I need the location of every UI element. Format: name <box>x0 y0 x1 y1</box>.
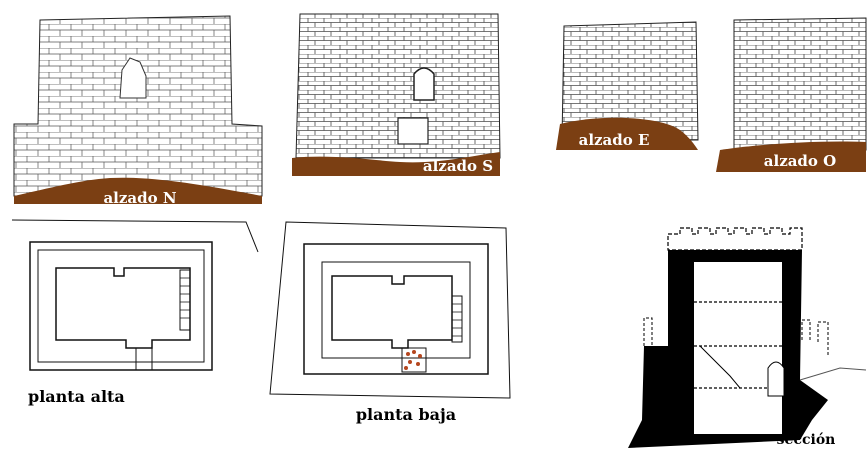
upper-plan-outer-frame <box>11 219 259 253</box>
west-ground <box>716 141 866 172</box>
upper-plan-wall-line <box>37 249 205 363</box>
section-left-parapet <box>643 317 653 346</box>
elevation-east: alzado E <box>556 21 699 150</box>
south-ground <box>292 152 500 176</box>
upper-plan-stairs <box>179 269 191 331</box>
south-wall-window <box>413 67 435 101</box>
section-interior <box>694 262 782 434</box>
section-right-parapet <box>801 319 829 356</box>
plan-upper-floor <box>11 219 259 371</box>
ground-plan-stair-treads <box>452 303 462 337</box>
ground-plan-label: planta baja <box>356 405 456 424</box>
east-ground <box>556 117 698 150</box>
ground-plan-door-detail <box>404 350 422 370</box>
north-wall-masonry <box>13 15 263 197</box>
upper-plan-entrance-passage <box>135 347 153 371</box>
upper-plan-label: planta alta <box>28 387 125 406</box>
upper-plan-stair-treads <box>180 277 190 319</box>
east-elevation-label: alzado E <box>579 131 650 149</box>
elevation-north: alzado N <box>13 15 263 207</box>
north-elevation-label: alzado N <box>103 189 176 207</box>
upper-plan-outer-wall <box>29 241 213 371</box>
ground-plan-wall-line <box>321 261 471 359</box>
ground-plan-entrance <box>401 347 427 373</box>
east-wall-masonry <box>561 21 699 141</box>
upper-plan-inner-room <box>55 267 191 349</box>
elevation-south: alzado S <box>292 13 501 176</box>
ground-plan-inner-room <box>331 275 453 349</box>
ground-plan-outer-wall <box>303 243 489 375</box>
section-crenellations <box>667 227 803 251</box>
west-elevation-label: alzado O <box>764 152 836 170</box>
section-arched-opening <box>767 361 785 397</box>
tower-section <box>628 227 867 448</box>
north-wall-opening <box>119 57 147 99</box>
south-wall-door <box>397 117 429 145</box>
north-ground <box>14 177 262 204</box>
section-ground-line <box>799 367 867 381</box>
section-label: sección <box>777 432 836 448</box>
elevation-west: alzado O <box>716 17 867 172</box>
west-wall-masonry <box>733 17 867 151</box>
south-elevation-label: alzado S <box>423 157 493 175</box>
section-interior-stair <box>699 345 741 389</box>
plan-ground-floor <box>269 221 511 399</box>
ground-plan-outer-frame <box>269 221 511 399</box>
ground-plan-stairs <box>451 295 463 343</box>
